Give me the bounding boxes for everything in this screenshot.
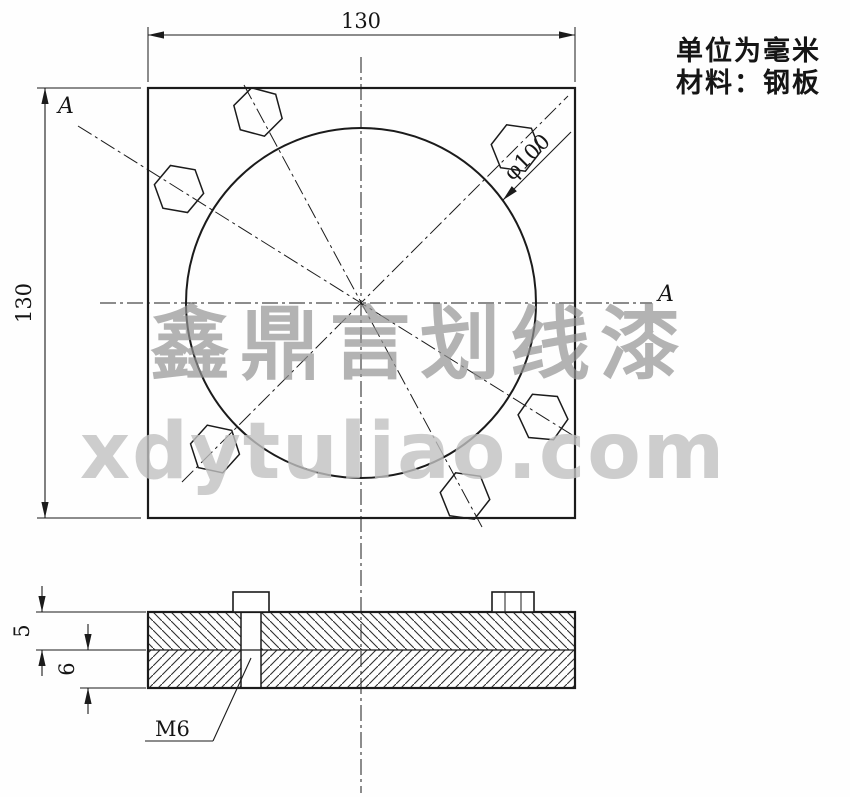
hex-bolt-head-section	[491, 591, 535, 613]
watermark-line1: 鑫鼎言划线漆	[150, 298, 690, 391]
centerline-diagonal-45	[181, 95, 569, 483]
centerline-diagonal-steep	[243, 84, 483, 528]
note-units: 单位为毫米	[676, 35, 821, 67]
lower-plate-hatch-left	[148, 650, 241, 688]
dim-lower-thickness: 6	[55, 624, 146, 714]
stud-bolt-head	[232, 591, 270, 613]
upper-plate-hatch-left	[148, 612, 241, 650]
section-view: 5 6 M6	[10, 586, 577, 742]
dim-height-value: 130	[12, 283, 36, 323]
watermark: 鑫鼎言划线漆 xdytuliao.com	[80, 298, 726, 497]
dim-upper-value: 5	[10, 624, 34, 637]
notes: 单位为毫米 材料：钢板	[676, 35, 821, 99]
centerline-diagonal-shallow	[77, 125, 578, 439]
top-view: 130 130 φ100 A A	[12, 9, 674, 793]
section-label-right: A	[656, 282, 674, 307]
bolt-head-outline	[491, 591, 535, 613]
lower-plate-hatch-right	[261, 650, 575, 688]
watermark-line2: xdytuliao.com	[80, 407, 726, 497]
thread-callout: M6	[145, 657, 252, 742]
thread-label: M6	[155, 717, 190, 741]
dim-diameter: φ100	[499, 129, 572, 201]
dim-upper-thickness: 5	[10, 586, 146, 676]
circle-phi100	[185, 127, 537, 479]
dim-width-top: 130	[147, 9, 576, 82]
dim-lower-value: 6	[55, 662, 79, 675]
diameter-leader	[502, 131, 572, 201]
note-material: 材料：钢板	[676, 68, 821, 99]
dim-width-value: 130	[341, 9, 381, 33]
leader-line	[212, 657, 252, 742]
upper-plate-hatch-right	[261, 612, 575, 650]
section-label-left: A	[56, 94, 74, 119]
dim-height-left: 130	[12, 87, 141, 519]
